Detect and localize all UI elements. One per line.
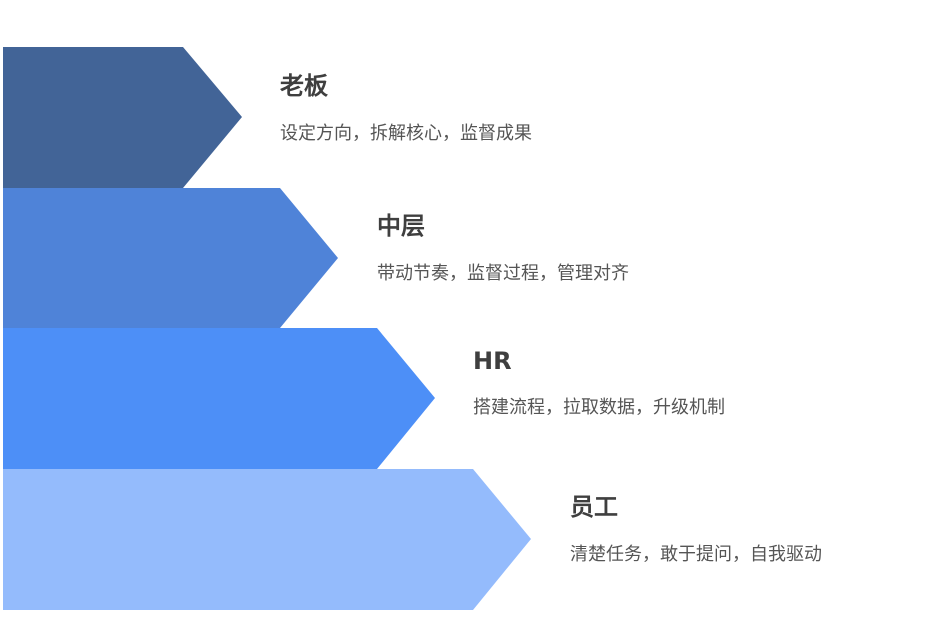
level-middle: 中层 带动节奏，监督过程，管理对齐 [377, 206, 629, 285]
level-title: HR [473, 347, 512, 375]
level-hr: HR 搭建流程，拉取数据，升级机制 [473, 347, 725, 419]
level-boss: 老板 设定方向，拆解核心，监督成果 [280, 66, 532, 145]
level-title: 员工 [570, 493, 618, 521]
level-title: 中层 [377, 212, 425, 240]
level-band-boss [3, 47, 242, 188]
level-band-hr [3, 328, 435, 469]
level-band-employee [3, 469, 531, 610]
level-employee: 员工 清楚任务，敢于提问，自我驱动 [570, 487, 822, 566]
level-desc: 带动节奏，监督过程，管理对齐 [377, 263, 629, 284]
level-desc: 搭建流程，拉取数据，升级机制 [473, 397, 725, 418]
level-desc: 清楚任务，敢于提问，自我驱动 [570, 544, 822, 565]
level-desc: 设定方向，拆解核心，监督成果 [280, 123, 532, 144]
level-band-middle [3, 188, 338, 328]
level-title: 老板 [280, 72, 328, 100]
